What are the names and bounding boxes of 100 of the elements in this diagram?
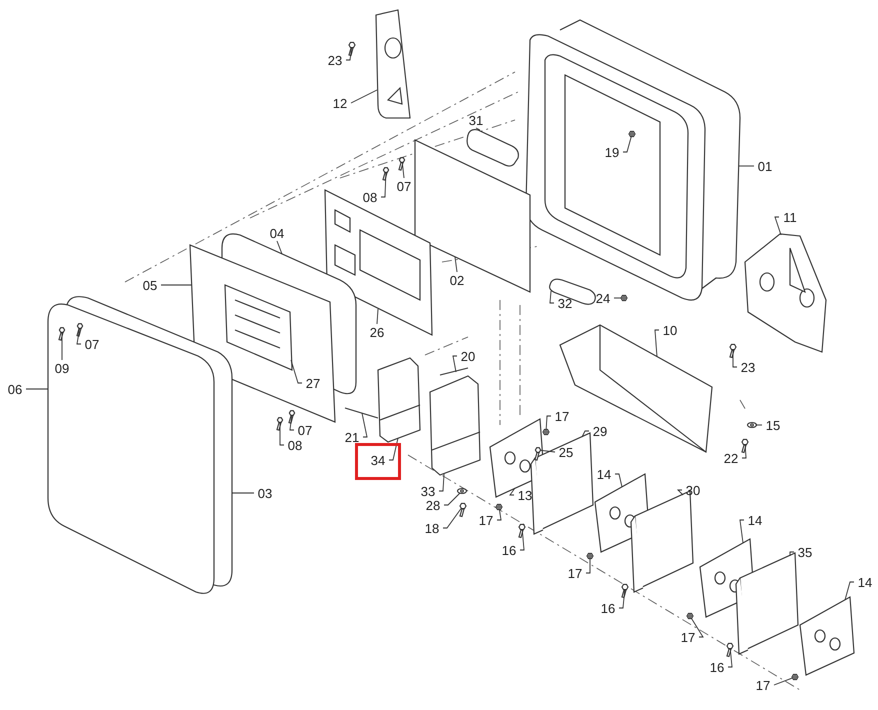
callout-number: 33: [418, 484, 438, 499]
highlight-frame: [355, 443, 401, 480]
bracket-drawing: [375, 9, 411, 119]
washer-icon: [746, 422, 758, 428]
leader-line: [614, 474, 622, 488]
leader-line: [844, 582, 854, 600]
callout-number: 31: [466, 113, 486, 128]
control-unit-drawing: [735, 552, 799, 655]
bolt-icon: [459, 502, 467, 518]
rod-drawing: [344, 407, 378, 419]
callout-number: 17: [678, 630, 698, 645]
module-drawing: [377, 357, 421, 443]
callout-number: 01: [755, 159, 775, 174]
leader-line: [290, 360, 302, 384]
callout-number: 17: [476, 513, 496, 528]
leader-line: [402, 162, 404, 178]
leader-line: [654, 330, 660, 358]
label-plate-drawing: [224, 284, 293, 371]
leader-line: [476, 128, 480, 130]
leader-line: [454, 256, 458, 272]
leader-line: [622, 136, 632, 152]
leader-line: [26, 388, 48, 390]
leader-line: [732, 350, 738, 368]
leader-line: [160, 284, 192, 286]
callout-number: 18: [422, 521, 442, 536]
screw-icon: [288, 410, 296, 424]
leader-line: [232, 492, 254, 494]
leader-line: [739, 520, 744, 544]
leader-line: [509, 488, 516, 496]
leader-line: [586, 558, 590, 574]
leader-line: [290, 415, 294, 430]
callout-number: 35: [795, 545, 815, 560]
control-unit-drawing: [530, 432, 594, 535]
callout-number: 03: [255, 486, 275, 501]
leader-line: [540, 450, 556, 452]
callout-number: 17: [753, 678, 773, 693]
leader-line: [444, 493, 460, 506]
leader-line: [774, 678, 793, 686]
leader-line: [676, 490, 684, 496]
bracket-drawing: [744, 233, 827, 353]
leader-line: [388, 438, 398, 460]
callout-number: 22: [721, 451, 741, 466]
leader-line: [728, 648, 732, 668]
module-drawing: [429, 375, 481, 476]
callout-number: 28: [423, 498, 443, 513]
callout-number: 14: [594, 467, 614, 482]
callout-number: 17: [565, 566, 585, 581]
callout-number: 24: [593, 291, 613, 306]
leader-line: [362, 412, 368, 438]
screw-icon: [276, 417, 284, 431]
bolt-icon: [726, 642, 734, 658]
bolt-icon: [729, 344, 737, 358]
leader-line: [346, 48, 352, 60]
leader-line: [755, 424, 762, 426]
leader-line: [742, 444, 746, 458]
callout-number: 25: [556, 445, 576, 460]
callout-number: 06: [5, 382, 25, 397]
nut-icon: [791, 674, 799, 680]
leader-line: [582, 430, 590, 438]
callout-number: 29: [590, 424, 610, 439]
callout-number: 19: [602, 145, 622, 160]
leader-line: [790, 552, 794, 556]
leader-line: [520, 530, 524, 550]
callout-number: 10: [660, 323, 680, 338]
callout-number: 05: [140, 278, 160, 293]
callout-number: 16: [499, 543, 519, 558]
nut-icon: [495, 504, 503, 510]
callout-number: 23: [325, 53, 345, 68]
leader-line: [276, 240, 282, 254]
leader-line: [76, 328, 82, 344]
nut-icon: [620, 294, 628, 302]
callout-number: 14: [745, 513, 765, 528]
callout-number: 26: [367, 325, 387, 340]
callout-number: 07: [394, 179, 414, 194]
bolt-icon: [741, 438, 749, 454]
plate-drawing: [799, 596, 855, 676]
callout-number: 07: [295, 423, 315, 438]
callout-number: 34: [370, 453, 386, 468]
bolt-icon: [621, 584, 629, 598]
callout-number: 07: [82, 337, 102, 352]
callout-number: 12: [330, 96, 350, 111]
callout-number: 17: [552, 409, 572, 424]
callout-number: 08: [360, 190, 380, 205]
nut-icon: [542, 428, 550, 436]
leader-line: [618, 590, 626, 608]
callout-number: 16: [598, 601, 618, 616]
leader-line: [438, 474, 444, 492]
nut-icon: [586, 552, 594, 560]
callout-number: 11: [780, 210, 800, 225]
callout-number: 02: [447, 273, 467, 288]
callout-number: 20: [458, 349, 478, 364]
gasket-drawing: [466, 129, 519, 167]
callout-number: 27: [303, 376, 323, 391]
screw-icon: [398, 157, 406, 171]
callout-number: 30: [683, 483, 703, 498]
callout-number: 13: [515, 488, 535, 503]
leader-line: [280, 422, 284, 446]
rod-drawing: [440, 367, 468, 376]
callout-number: 23: [738, 360, 758, 375]
leader-line: [452, 356, 458, 372]
